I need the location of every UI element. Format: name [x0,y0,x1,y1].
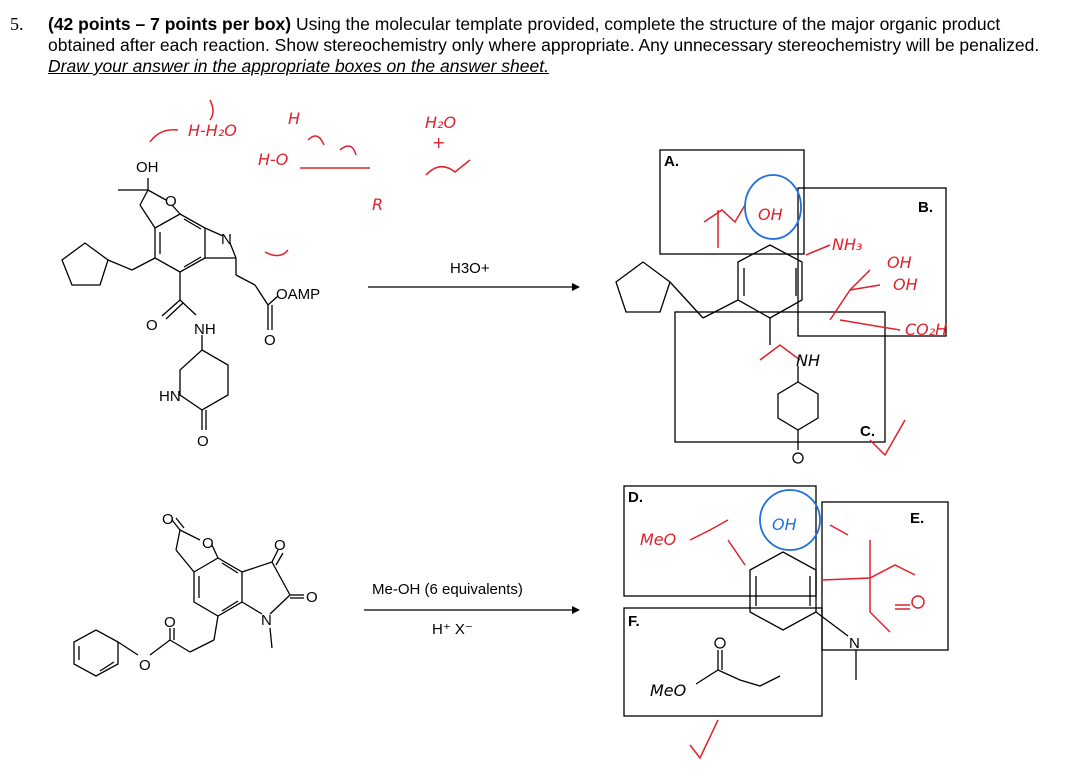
reaction1-annotations [149,99,471,257]
reaction2-answer-boxes [623,485,949,717]
reaction2-answer-text: MeO OH MeO [640,515,797,700]
question-points: (42 points – 7 points per box) [48,14,292,34]
answer-a-chain [703,204,746,224]
reaction1-answer-boxes [659,149,947,443]
answer-b-chain [829,269,881,321]
label-o-lactone: O [162,511,174,528]
hand-h2o: H₂O [425,113,456,132]
question-number: 5. [10,14,24,34]
reaction2-atom-labels: O O O O N O O [139,511,318,674]
reaction1-atom-labels: OH O N OAMP O O NH HN O [136,159,320,450]
answer-box-f [623,607,823,717]
benzene-ring-2 [193,557,243,617]
label-hn: HN [159,388,181,405]
box-a-label: A. [664,153,679,170]
answer-e-chain [821,564,916,581]
reaction2-reagent-2: H⁺ X⁻ [432,621,473,638]
curved-arrow-3 [307,135,325,146]
cyclohexanone-c [777,366,819,464]
reaction2-product [749,551,857,680]
label-o-carbonyl: O [264,332,276,349]
hand-oh-b2: OH [893,275,918,294]
cyclopentyl-ring [61,242,109,286]
label-n: N [221,231,232,248]
blue-circle-d [759,489,821,551]
answer-b-link [805,244,831,256]
answer-d-ester [689,519,729,541]
product-benzene-1 [737,244,803,319]
hand-co2h: CO₂H [905,320,947,339]
checkmark-f [689,719,719,760]
question-body: Using the molecular template provided, c… [48,14,1040,55]
hand-h: H [288,109,300,128]
box-b-label: B. [918,199,933,216]
box-c-label: C. [860,423,875,440]
answer-box-a [659,149,805,255]
reaction2-answers-ink [689,519,925,760]
label-oamp: OAMP [276,286,320,303]
answer-f-skeleton [695,637,781,687]
answer-c-amide [759,344,801,361]
answer-e-top [829,524,849,536]
product2-n: N [849,635,860,652]
reaction1-answer-text: OH NH₃ OH OH CO₂H NH [758,205,947,370]
phenyl-ring [73,629,119,677]
reaction1-handwriting: H-H₂O H H-O R H₂O + [188,109,456,214]
reaction1-product [615,244,803,345]
hand-nh-c: NH [796,351,820,370]
label-o-ester: O [164,614,176,631]
answer-d-link [727,539,746,566]
label-o-furan: O [165,193,177,210]
answer-box-b [797,187,947,337]
product-benzene-2 [749,551,817,631]
hand-h-h2o: H-H₂O [188,121,237,140]
blue-circle-a [744,174,802,240]
answer-box-e [821,501,949,651]
hand-r: R [372,195,383,214]
piperidinone-ring [179,349,229,411]
benzene-ring-1 [154,213,206,273]
reaction1-answers-ink [703,204,906,457]
label-oh: OH [136,159,159,176]
checkmark-c [869,419,906,457]
reaction2-arrowhead [572,606,580,614]
hand-plus: + [432,133,445,152]
reaction1-reagent: H3O+ [450,260,490,277]
label-o-ketone: O [274,537,286,554]
hand-meo-f: MeO [650,681,686,700]
box-d-label: D. [628,489,643,506]
label-o-ring: O [202,535,214,552]
answer-box-c [674,311,886,443]
hand-oh-a: OH [758,205,783,224]
curved-arrow-1 [149,129,179,143]
hydrate-sketch [425,159,471,176]
reaction1-starting-material [61,178,279,430]
hand-nh3: NH₃ [832,235,862,254]
answer-b-acid [839,319,901,331]
answer-e-carbonyl [869,611,891,633]
reaction1-arrowhead [572,283,580,291]
label-o-amide: O [306,589,318,606]
label-o-amide: O [146,317,158,334]
reaction2-reagent-1: Me-OH (6 equivalents) [372,581,523,598]
hand-meo-d: MeO [640,530,676,549]
box-f-label: F. [628,613,640,630]
curved-arrow-2 [209,99,214,121]
hand-oh-d: OH [772,515,797,534]
question-text: (42 points – 7 points per box) Using the… [48,14,1058,77]
box-e-label: E. [910,510,924,527]
product-cyclopentyl [615,261,671,313]
hand-oh-b1: OH [887,253,912,272]
curved-arrow-4 [339,145,357,156]
question-instruction: Draw your answer in the appropriate boxe… [48,56,549,76]
label-o-phenoxy: O [139,657,151,674]
hand-h-o: H-O [258,150,288,169]
reaction2-starting-material [73,517,304,677]
curved-arrow-5 [264,249,289,257]
label-o-lactam: O [197,433,209,450]
answer-box-d [623,485,817,597]
label-nh: NH [194,321,216,338]
label-n-isatin: N [261,612,272,629]
